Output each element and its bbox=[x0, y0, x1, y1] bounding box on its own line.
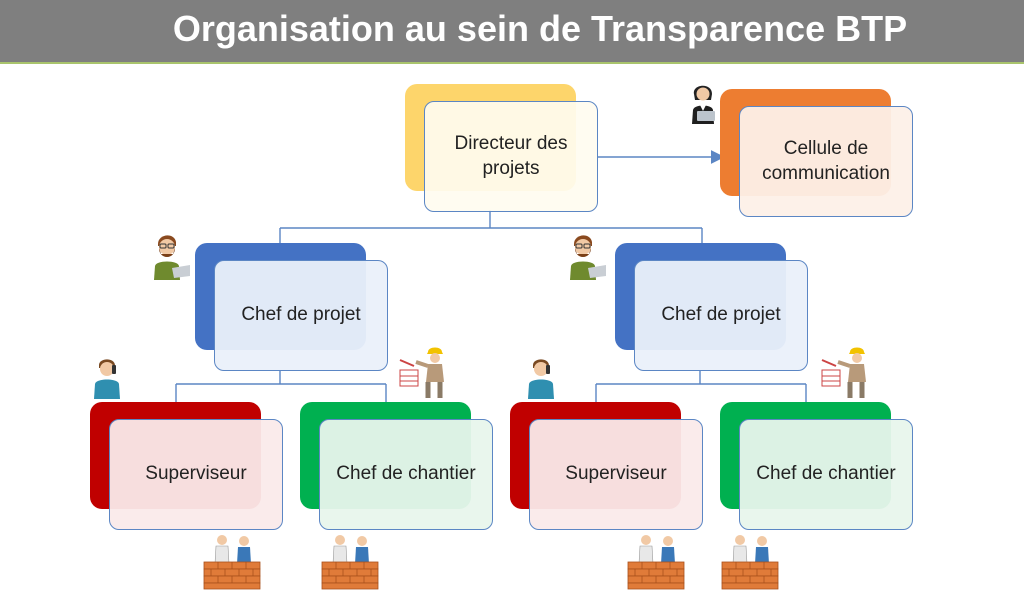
title-bar: Organisation au sein de Transparence BTP bbox=[0, 0, 1024, 64]
man-on-phone-icon bbox=[94, 359, 120, 399]
supervisor-left-label: Superviseur bbox=[109, 419, 283, 530]
project-chief-right-label: Chef de projet bbox=[634, 260, 808, 371]
page-title: Organisation au sein de Transparence BTP bbox=[172, 8, 908, 49]
bearded-man-laptop-icon bbox=[570, 235, 606, 280]
man-on-phone-icon bbox=[528, 359, 554, 399]
bricklayers-icon bbox=[721, 535, 779, 590]
bricklayers-icon bbox=[627, 535, 685, 590]
communication-label: Cellule de communication bbox=[739, 106, 913, 217]
bricklayers-icon bbox=[203, 535, 261, 590]
site-chief-left-label: Chef de chantier bbox=[319, 419, 493, 530]
supervisor-right-label: Superviseur bbox=[529, 419, 703, 530]
project-chief-left-label: Chef de projet bbox=[214, 260, 388, 371]
businesswoman-laptop-icon bbox=[692, 85, 715, 124]
construction-worker-icon bbox=[821, 347, 866, 398]
bricklayers-icon bbox=[321, 535, 379, 590]
site-chief-right-label: Chef de chantier bbox=[739, 419, 913, 530]
director-label: Directeur des projets bbox=[424, 101, 598, 212]
bearded-man-laptop-icon bbox=[154, 235, 190, 280]
construction-worker-icon bbox=[399, 347, 444, 398]
